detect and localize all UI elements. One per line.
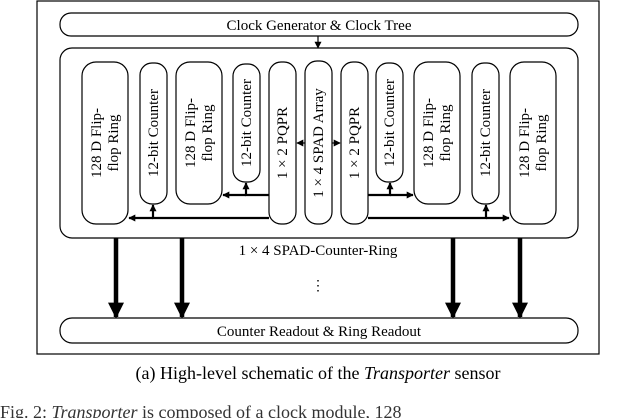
ring-block-4 [509,61,557,225]
ellipsis: ⋮ [311,279,325,294]
counter-readout-label: Counter Readout & Ring Readout [217,324,422,340]
ring-1-label-line2: flop Ring [106,114,122,172]
left-pqpr-lower-line [149,204,269,220]
pqpr-right-label: 1 × 2 PQPR [347,107,363,179]
counter-block-4 [471,62,500,205]
caption-italic: Transporter [363,363,450,383]
ring-2-label-line1: 128 D Flip- [183,98,199,168]
counter-block-1 [139,62,168,205]
counter-readout-bar [59,317,579,344]
pqpr-block-right [340,61,369,225]
ring-block-1 [81,61,129,225]
counter-4-label: 12-bit Counter [478,89,494,177]
right-pqpr-upper-line [368,182,394,197]
counter-block-3 [375,62,404,183]
clock-generator-label: Clock Generator & Clock Tree [227,18,412,34]
counter-2-label: 12-bit Counter [239,79,255,167]
counter-3-label: 12-bit Counter [382,79,398,167]
ring-1-label-line1: 128 D Flip- [89,108,105,178]
clock-generator-bar [59,12,579,37]
cutoff-italic: Transporter [51,402,138,418]
module-label: 1 × 4 SPAD-Counter-Ring [239,243,398,259]
counter-1-label: 12-bit Counter [146,89,162,177]
ring-3-label-line2: flop Ring [438,104,454,162]
ring-block-2 [175,61,223,205]
right-pqpr-lower-line [368,204,490,220]
ring-4-label-line1: 128 D Flip- [517,108,533,178]
pqpr-left-label: 1 × 2 PQPR [275,107,291,179]
spad-counter-ring-module [59,47,579,239]
cutoff-rest: is composed of a clock module, 128 [137,402,402,418]
left-pqpr-upper-line [242,182,269,197]
cutoff-prefix: Fig. 2: [0,402,52,418]
ring-4-label-line2: flop Ring [534,114,550,172]
ring-3-label-line1: 128 D Flip- [421,98,437,168]
counter-block-2 [232,63,261,183]
pqpr-block-left [268,61,297,225]
caption-prefix: (a) High-level schematic of the [135,363,364,383]
figure-caption: (a) High-level schematic of the Transpor… [0,362,636,384]
cutoff-figure-text: Fig. 2: Transporter is composed of a clo… [0,395,636,418]
spad-array-label: 1 × 4 SPAD Array [311,88,327,198]
outer-frame [36,0,600,355]
caption-suffix: sensor [449,363,501,383]
ring-block-3 [413,61,461,205]
ring-2-label-line2: flop Ring [200,104,216,162]
